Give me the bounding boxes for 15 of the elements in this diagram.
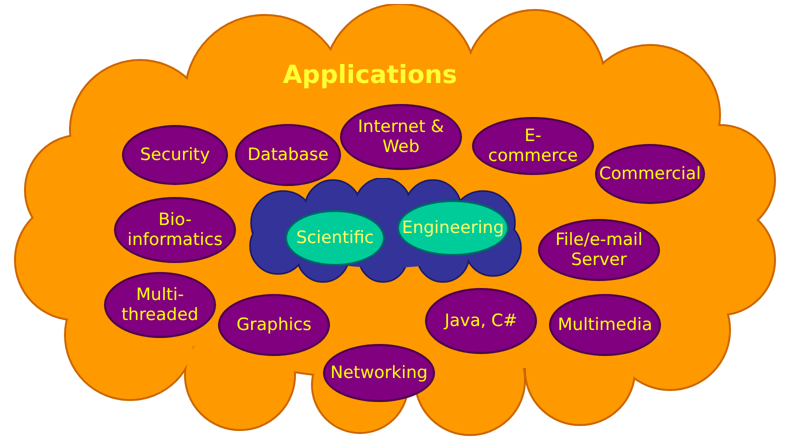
node-label: Networking [329,363,429,383]
node-label: Scientific [295,228,375,248]
node-label: Commercial [598,164,702,184]
cloud-title: Applications [282,59,458,91]
node-label: Multi- threaded [120,285,200,325]
node-label: Engineering [401,218,505,238]
node-label: E-commerce [487,126,579,166]
node-label: File/e-mail Server [554,230,644,270]
node-label: Internet & Web [356,117,446,157]
node-label: Java, C# [442,311,518,331]
node-label: Multimedia [556,315,654,335]
node-label: Security [139,145,211,165]
node-label: Bio- informatics [126,210,224,250]
node-label: Database [246,145,330,165]
node-label: Graphics [235,315,313,335]
